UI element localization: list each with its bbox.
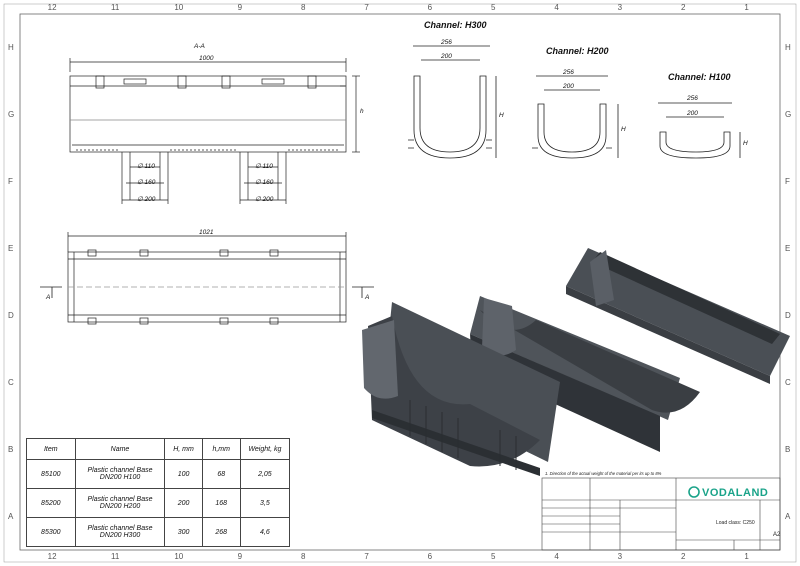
zone-marker-col: 11: [111, 3, 120, 12]
cell-h-small: 168: [201, 488, 241, 518]
profile-h-h300: H: [499, 112, 504, 119]
profile-inner-h100: 200: [687, 110, 698, 117]
zone-marker-row: B: [785, 444, 791, 454]
section-marker-right: A: [365, 294, 370, 301]
zone-marker-col: 9: [237, 552, 243, 561]
zone-marker-row: F: [785, 176, 790, 186]
zone-marker-col: 6: [427, 552, 433, 561]
zone-marker-col: 6: [427, 3, 433, 12]
profile-outer-h300: 256: [441, 39, 452, 46]
zone-marker-col: 4: [554, 552, 559, 561]
outlet-dim-110-left: ∅ 110: [137, 163, 155, 170]
zone-marker-col: 8: [301, 552, 306, 561]
outlet-dim-200-left: ∅ 200: [137, 196, 156, 203]
profile-title-h300: Channel: H300: [424, 20, 487, 30]
spec-table: Item Name H, mm h,mm Weight, kg 85100 Pl…: [26, 438, 291, 547]
cell-weight: 2,05: [239, 459, 291, 489]
load-class: Load class: C250: [716, 520, 755, 526]
render-h300: [362, 302, 560, 476]
spec-table-header: Item Name H, mm h,mm Weight, kg: [26, 438, 291, 460]
zone-marker-row: H: [785, 42, 791, 52]
brand-logo: VODALAND: [702, 487, 769, 499]
zone-marker-col: 4: [554, 3, 559, 12]
cell-weight: 4,6: [239, 517, 291, 547]
profile-h-h200: H: [621, 126, 626, 133]
zone-marker-row: E: [785, 243, 791, 253]
profile-title-h200: Channel: H200: [546, 46, 609, 56]
profile-outer-h200: 256: [563, 69, 574, 76]
zone-marker-col: 11: [111, 552, 120, 561]
zone-marker-row: A: [8, 511, 14, 521]
zone-marker-row: H: [8, 42, 14, 52]
profile-title-h100: Channel: H100: [668, 72, 731, 82]
table-row: 85100 Plastic channel Base DN200 H100 10…: [26, 459, 291, 489]
section-label: A-A: [194, 43, 205, 50]
outlet-dim-160-left: ∅ 160: [137, 179, 156, 186]
cell-h-small: 68: [201, 459, 241, 489]
zone-marker-col: 3: [617, 3, 623, 12]
zone-marker-row: B: [8, 444, 14, 454]
zone-marker-row: C: [785, 377, 791, 387]
zone-marker-row: C: [8, 377, 14, 387]
table-row: 85200 Plastic channel Base DN200 H200 20…: [26, 488, 291, 518]
zone-marker-col: 2: [681, 3, 686, 12]
zone-marker-row: E: [8, 243, 14, 253]
zone-marker-row: G: [785, 109, 792, 119]
zone-marker-col: 5: [491, 3, 496, 12]
section-length-dim: 1000: [199, 55, 214, 62]
zone-marker-col: 10: [174, 3, 184, 12]
render-h100: [566, 248, 790, 384]
sheet-size: A2: [773, 532, 781, 538]
zone-marker-col: 1: [744, 3, 749, 12]
zone-marker-col: 12: [47, 3, 57, 12]
section-marker-left: A: [46, 294, 51, 301]
zone-marker-col: 3: [617, 552, 623, 561]
zone-marker-row: G: [8, 109, 15, 119]
plan-length-dim: 1021: [199, 229, 214, 236]
zone-marker-row: F: [8, 176, 13, 186]
profile-inner-h300: 200: [441, 53, 452, 60]
zone-marker-col: 5: [491, 552, 496, 561]
outlet-dim-200-right: ∅ 200: [255, 196, 274, 203]
profile-h-h100: H: [743, 140, 748, 147]
profile-inner-h200: 200: [563, 83, 574, 90]
zone-marker-row: D: [8, 310, 14, 320]
zone-marker-row: D: [785, 310, 791, 320]
outlet-dim-160-right: ∅ 160: [255, 179, 274, 186]
title-block-note: 1. Direction of the actual weight of the…: [545, 471, 662, 476]
zone-marker-col: 9: [237, 3, 243, 12]
zone-marker-col: 1: [744, 552, 749, 561]
cell-item: 85200: [26, 488, 76, 518]
cell-name: Plastic channel Base DN200 H300: [74, 517, 166, 547]
zone-marker-col: 8: [301, 3, 306, 12]
outlet-dim-110-right: ∅ 110: [255, 163, 273, 170]
table-row: 85300 Plastic channel Base DN200 H300 30…: [26, 517, 291, 547]
zone-marker-row: A: [785, 511, 791, 521]
profile-outer-h100: 256: [687, 95, 698, 102]
cell-h-small: 268: [201, 517, 241, 547]
cell-h: 300: [164, 517, 203, 547]
zone-marker-col: 2: [681, 552, 686, 561]
zone-marker-col: 7: [364, 552, 369, 561]
zone-marker-col: 7: [364, 3, 369, 12]
height-dim-h: h: [360, 108, 364, 115]
zone-marker-col: 10: [174, 552, 184, 561]
zone-marker-col: 12: [47, 552, 57, 561]
